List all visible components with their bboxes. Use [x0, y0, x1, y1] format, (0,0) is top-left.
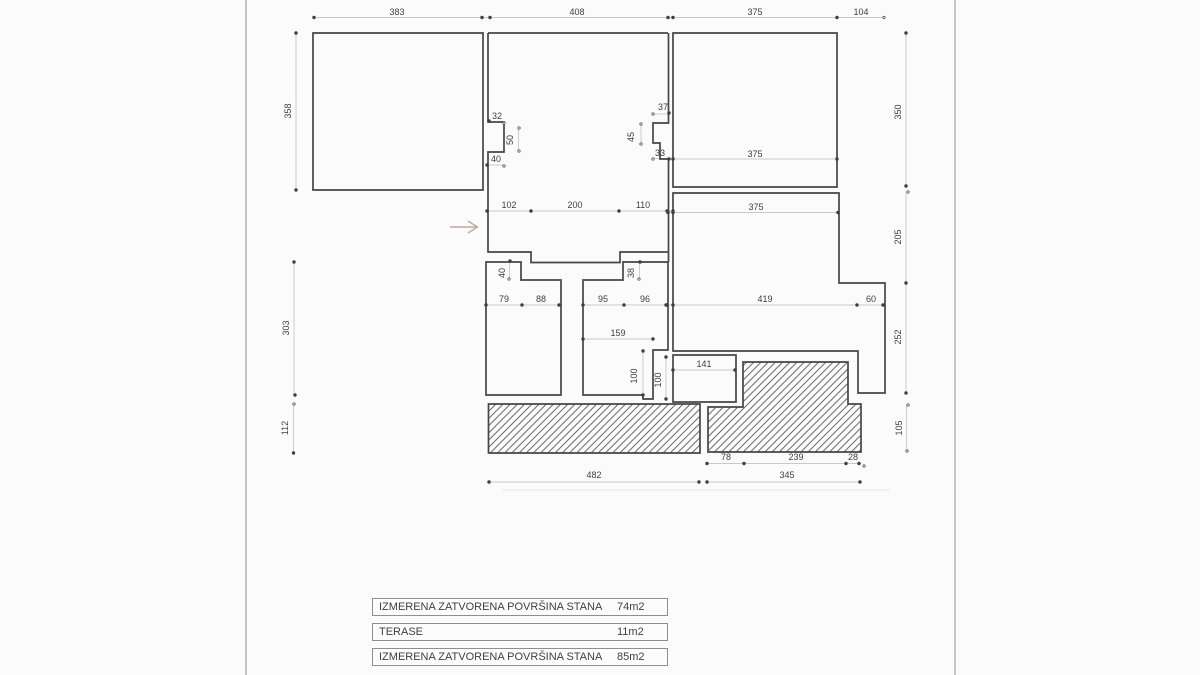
entrance-arrow-icon — [450, 220, 479, 234]
page-borders — [245, 0, 956, 675]
dimension-label: 88 — [536, 294, 546, 304]
dimension-labels: 383 408 375 104 358 303 112 350 205 252 105 32 50 40 3… — [280, 7, 904, 480]
legend-row-value: 11m2 — [617, 626, 644, 638]
dimension-label: 408 — [569, 7, 584, 17]
dimension-label: 102 — [501, 200, 516, 210]
dimension-label: 50 — [505, 135, 515, 145]
dimension-label: 33 — [655, 148, 665, 158]
dimension-label: 40 — [491, 154, 501, 164]
dimension-label: 110 — [636, 200, 650, 210]
legend-row: IZMERENA ZATVORENA POVRŠINA STANA 74m2 — [372, 598, 668, 616]
dimension-label: 375 — [748, 202, 763, 212]
dimension-label: 205 — [893, 229, 903, 244]
dimension-dots — [291, 15, 910, 484]
dimension-label: 159 — [610, 328, 625, 338]
dimension-label: 78 — [721, 452, 731, 462]
dimension-label: 45 — [626, 132, 636, 142]
dimension-label: 38 — [626, 268, 636, 278]
dimension-label: 383 — [389, 7, 404, 17]
dimension-label: 60 — [866, 294, 876, 304]
dimension-label: 358 — [283, 103, 293, 118]
dimension-label: 350 — [893, 104, 903, 119]
dimension-label: 252 — [893, 329, 903, 344]
dimension-label: 104 — [853, 7, 868, 17]
dimension-label: 32 — [492, 111, 502, 121]
dimension-label: 95 — [598, 294, 608, 304]
dimension-label: 303 — [281, 320, 291, 335]
legend-row-label: IZMERENA ZATVORENA POVRŠINA STANA — [379, 601, 603, 613]
dimension-label: 105 — [894, 420, 904, 435]
dimension-label: 96 — [640, 294, 650, 304]
dimension-label: 37 — [658, 102, 668, 112]
dimension-label: 40 — [497, 268, 507, 278]
dimension-label: 239 — [788, 452, 803, 462]
legend-row-label: TERASE — [379, 626, 424, 638]
dimension-lines — [293, 17, 907, 491]
legend-row-value: 85m2 — [617, 651, 645, 663]
legend-row: TERASE 11m2 — [372, 623, 668, 641]
dimension-label: 100 — [629, 368, 639, 383]
dimension-label: 345 — [779, 470, 794, 480]
legend-row-value: 74m2 — [617, 601, 645, 613]
walls — [312, 32, 886, 454]
dimension-label: 419 — [757, 294, 772, 304]
dimension-label: 79 — [499, 294, 509, 304]
dimension-label: 28 — [848, 452, 858, 462]
dimension-label: 112 — [280, 421, 290, 435]
dimension-label: 100 — [653, 372, 663, 387]
legend-row: IZMERENA ZATVORENA POVRŠINA STANA 85m2 — [372, 648, 668, 666]
dimension-label: 141 — [696, 359, 711, 369]
legend-table: IZMERENA ZATVORENA POVRŠINA STANA 74m2 T… — [372, 598, 668, 673]
dimension-label: 482 — [586, 470, 601, 480]
dimension-label: 200 — [567, 200, 582, 210]
legend-row-label: IZMERENA ZATVORENA POVRŠINA STANA — [379, 651, 603, 663]
dimension-label: 375 — [747, 149, 762, 159]
dimension-label: 375 — [747, 7, 762, 17]
